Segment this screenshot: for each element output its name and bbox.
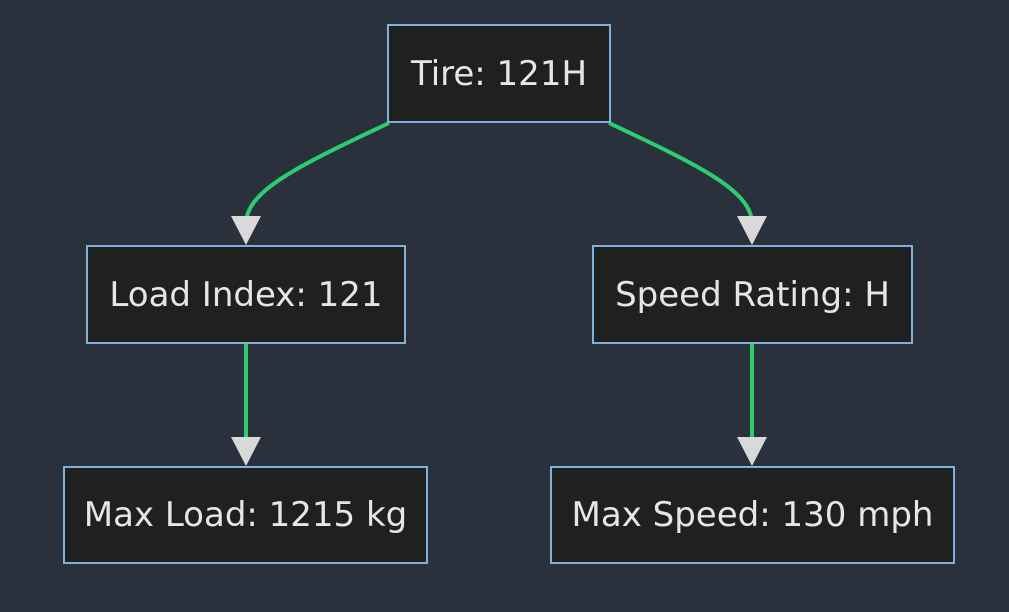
edge-tire-to-speed-rating (608, 121, 754, 223)
node-tire: Tire: 121H (387, 24, 611, 123)
arrowhead-speed-rating (737, 216, 767, 245)
arrowhead-load-index (231, 216, 261, 245)
node-max-speed: Max Speed: 130 mph (550, 466, 955, 564)
arrowhead-max-load (231, 437, 261, 466)
arrowhead-max-speed (737, 437, 767, 466)
node-load-index: Load Index: 121 (86, 245, 406, 344)
node-max-load: Max Load: 1215 kg (63, 466, 428, 564)
node-speed-rating: Speed Rating: H (592, 245, 913, 344)
edge-tire-to-load-index (244, 121, 390, 223)
